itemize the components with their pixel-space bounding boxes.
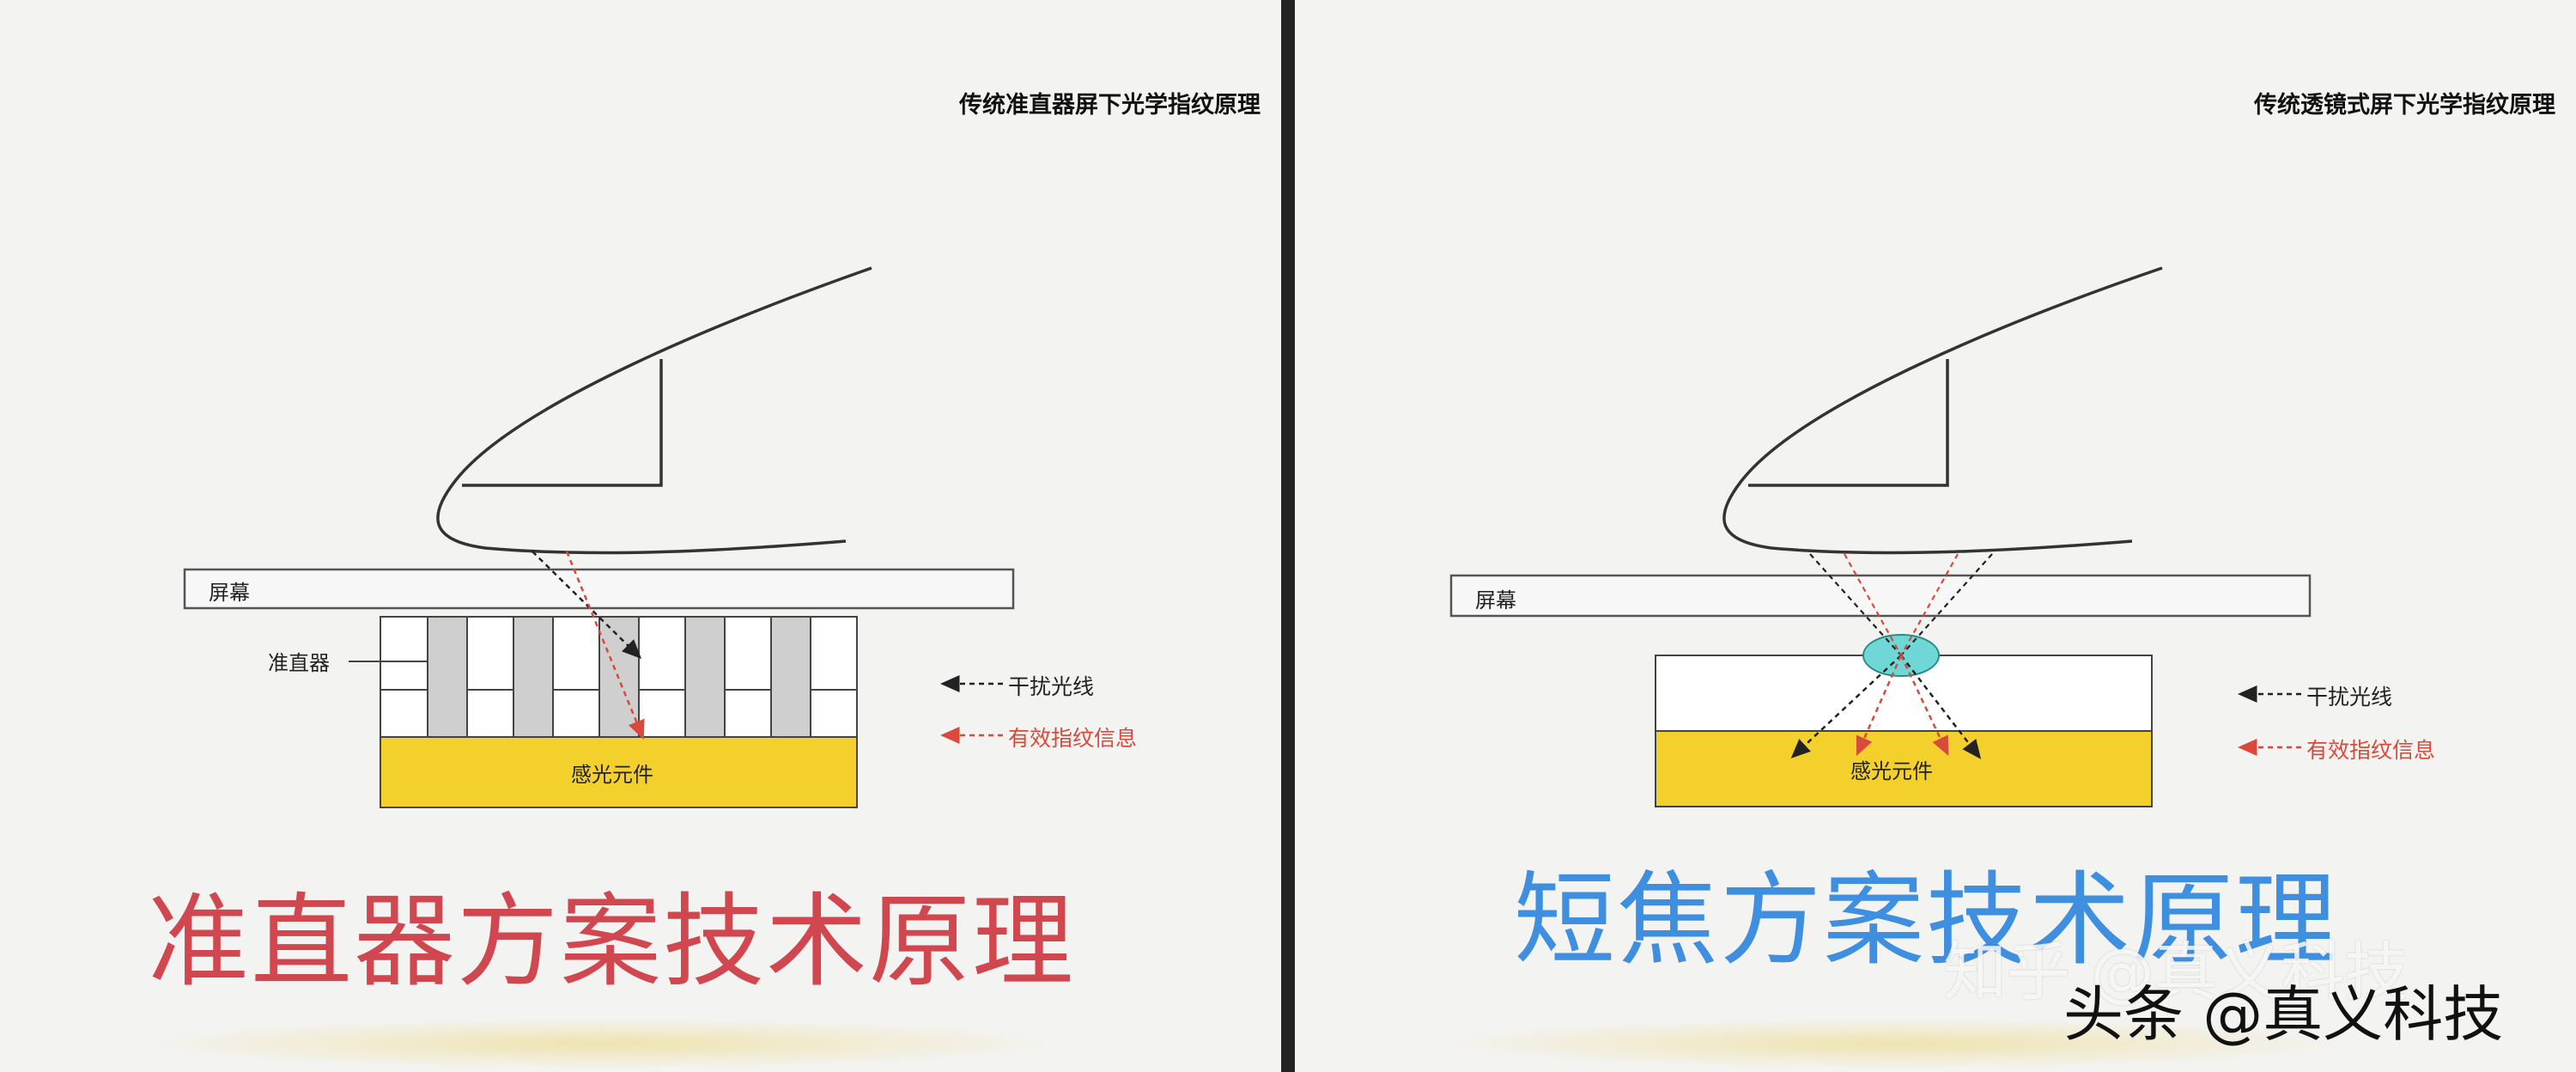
big-title: 短焦方案技术原理 [1514, 861, 2339, 979]
collimator-diagram [183, 266, 1015, 808]
big-title: 准直器方案技术原理 [148, 882, 1076, 1001]
finger-outline [1722, 266, 2163, 555]
toutiao-watermark: 头条 @真义科技 [2063, 979, 2504, 1050]
collimator-panel: 传统准直器屏下光学指纹原理 屏幕 准直器 感光元件 干扰光线 有效指纹信息 准直… [0, 0, 1281, 1072]
short-focus-panel: 传统透镜式屏下光学指纹原理 屏幕 感光元件 干扰光线 有效指纹信息 短焦方案技术… [1295, 0, 2576, 1072]
bottom-glow [137, 1018, 1065, 1069]
screen-layer [183, 568, 1015, 610]
legend-effective-text: 有效指纹信息 [2306, 738, 2436, 763]
screen-layer [1449, 574, 2312, 618]
finger-nail [462, 359, 663, 487]
legend-interference-text: 干扰光线 [2306, 685, 2393, 710]
corner-title: 传统透镜式屏下光学指纹原理 [2254, 92, 2555, 119]
short-focus-diagram [1449, 266, 2312, 807]
collimator-columns [427, 616, 811, 738]
sensor-label: 感光元件 [571, 763, 653, 787]
finger-outline [436, 266, 872, 555]
finger-nail [1748, 359, 1949, 487]
corner-title: 传统准直器屏下光学指纹原理 [959, 92, 1261, 119]
effective-ray [1899, 655, 1949, 757]
zhihu-watermark: 知乎 @真义科技 [1943, 935, 2409, 1009]
legend-effective-text: 有效指纹信息 [1008, 726, 1138, 751]
legend-interference-text: 干扰光线 [1008, 674, 1095, 699]
sensor-element [380, 736, 858, 808]
sensor-element [1655, 730, 2153, 807]
interference-ray [1900, 655, 1982, 759]
effective-ray [565, 551, 645, 740]
screen-label: 屏幕 [1475, 588, 1516, 612]
collimator-label: 准直器 [268, 651, 330, 675]
bottom-glow [1432, 1018, 2360, 1069]
interference-ray [1790, 655, 1902, 758]
panel-divider [1281, 0, 1295, 1072]
effective-ray [1856, 655, 1903, 757]
sensor-label: 感光元件 [1850, 759, 1933, 783]
screen-label: 屏幕 [209, 581, 250, 605]
